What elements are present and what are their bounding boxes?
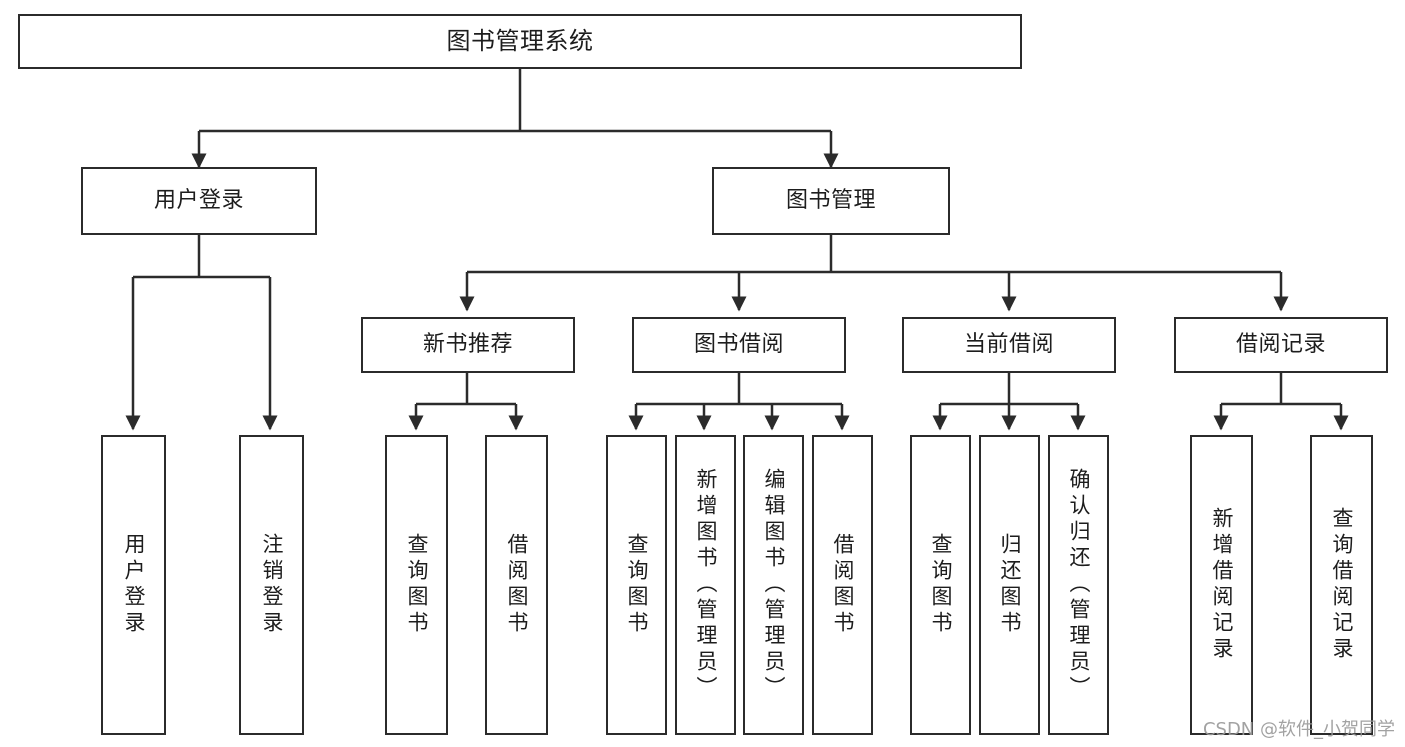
node-label: 图书管理系统 bbox=[446, 27, 594, 56]
leaf-user-login[interactable]: 用户登录 bbox=[101, 435, 166, 735]
leaf-confirm-return-admin[interactable]: 确认归还（管理员） bbox=[1048, 435, 1109, 735]
node-new-book-recommend[interactable]: 新书推荐 bbox=[361, 317, 575, 373]
node-book-borrow[interactable]: 图书借阅 bbox=[632, 317, 846, 373]
leaf-borrow-query-book[interactable]: 查询图书 bbox=[606, 435, 667, 735]
node-label: 查询图书 bbox=[625, 533, 649, 637]
leaf-edit-book-admin[interactable]: 编辑图书（管理员） bbox=[743, 435, 804, 735]
leaf-new-book-query[interactable]: 查询图书 bbox=[385, 435, 448, 735]
node-label: 注销登录 bbox=[260, 533, 284, 637]
node-label: 新书推荐 bbox=[422, 331, 513, 357]
leaf-logout[interactable]: 注销登录 bbox=[239, 435, 304, 735]
node-user-login[interactable]: 用户登录 bbox=[81, 167, 317, 235]
node-label: 用户登录 bbox=[153, 187, 244, 213]
leaf-add-borrow-record[interactable]: 新增借阅记录 bbox=[1190, 435, 1253, 735]
leaf-query-borrow-record[interactable]: 查询借阅记录 bbox=[1310, 435, 1373, 735]
node-book-management[interactable]: 图书管理 bbox=[712, 167, 950, 235]
node-label: 用户登录 bbox=[122, 533, 146, 637]
csdn-watermark: CSDN @软件_小贺同学 bbox=[1202, 719, 1395, 740]
node-label: 归还图书 bbox=[998, 533, 1022, 637]
node-label: 确认归还（管理员） bbox=[1067, 468, 1091, 702]
node-label: 借阅图书 bbox=[831, 533, 855, 637]
leaf-borrow-book[interactable]: 借阅图书 bbox=[812, 435, 873, 735]
leaf-return-book[interactable]: 归还图书 bbox=[979, 435, 1040, 735]
node-root-system[interactable]: 图书管理系统 bbox=[18, 14, 1022, 69]
node-borrow-records[interactable]: 借阅记录 bbox=[1174, 317, 1388, 373]
node-label: 借阅图书 bbox=[505, 533, 529, 637]
leaf-add-book-admin[interactable]: 新增图书（管理员） bbox=[675, 435, 736, 735]
node-label: 借阅记录 bbox=[1235, 331, 1326, 357]
node-current-borrow[interactable]: 当前借阅 bbox=[902, 317, 1116, 373]
node-label: 查询图书 bbox=[405, 533, 429, 637]
node-label: 新增借阅记录 bbox=[1210, 507, 1234, 663]
node-label: 查询图书 bbox=[929, 533, 953, 637]
node-label: 图书管理 bbox=[785, 187, 876, 213]
node-label: 图书借阅 bbox=[693, 331, 784, 357]
node-label: 当前借阅 bbox=[963, 331, 1054, 357]
leaf-new-book-borrow[interactable]: 借阅图书 bbox=[485, 435, 548, 735]
leaf-current-query-book[interactable]: 查询图书 bbox=[910, 435, 971, 735]
node-label: 查询借阅记录 bbox=[1330, 507, 1354, 663]
node-label: 编辑图书（管理员） bbox=[762, 468, 786, 702]
node-label: 新增图书（管理员） bbox=[694, 468, 718, 702]
